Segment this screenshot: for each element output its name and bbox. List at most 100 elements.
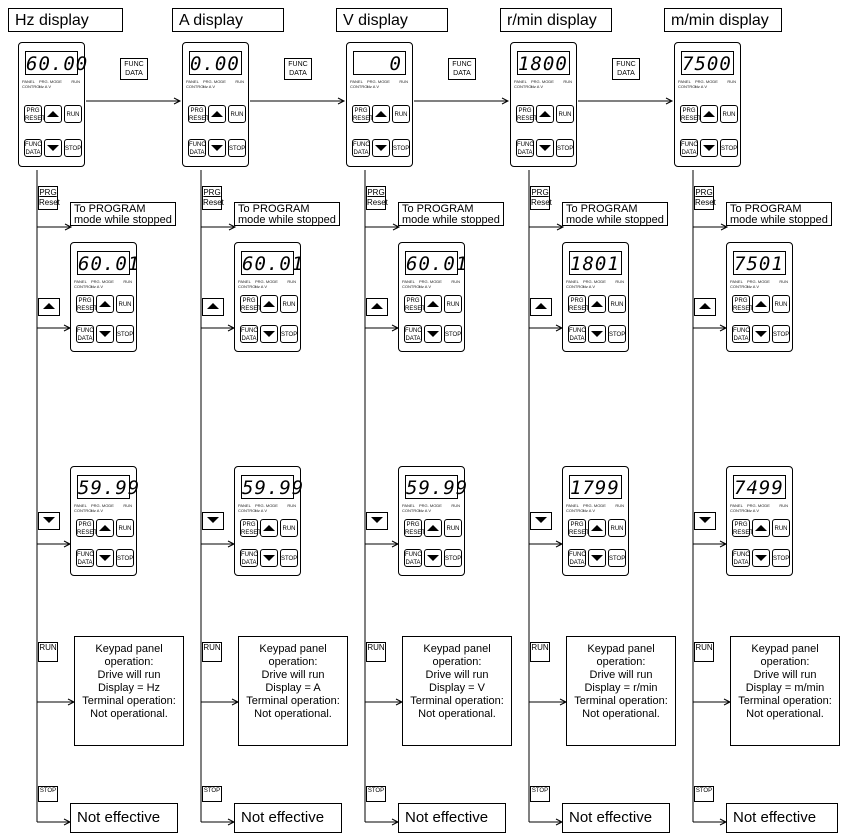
run-button[interactable]: RUN [228, 105, 246, 123]
up-button[interactable] [752, 295, 770, 313]
stop-button[interactable]: STOP [556, 139, 574, 157]
down-button[interactable] [372, 139, 390, 157]
up-button[interactable] [208, 105, 226, 123]
run-button[interactable]: RUN [444, 295, 462, 313]
run-key[interactable]: RUN [202, 642, 222, 662]
run-key[interactable]: RUN [694, 642, 714, 662]
down-button[interactable] [424, 325, 442, 343]
run-button[interactable]: RUN [444, 519, 462, 537]
run-button[interactable]: RUN [116, 295, 134, 313]
stop-button[interactable]: STOP [280, 325, 298, 343]
stop-key[interactable]: STOP [202, 786, 222, 802]
run-button[interactable]: RUN [116, 519, 134, 537]
up-button[interactable] [752, 519, 770, 537]
down-button[interactable] [260, 325, 278, 343]
stop-button[interactable]: STOP [64, 139, 82, 157]
stop-button[interactable]: STOP [116, 549, 134, 567]
down-button[interactable] [588, 325, 606, 343]
stop-key[interactable]: STOP [38, 786, 58, 802]
stop-key[interactable]: STOP [530, 786, 550, 802]
up-button[interactable] [588, 519, 606, 537]
run-button[interactable]: RUN [64, 105, 82, 123]
up-button[interactable] [96, 519, 114, 537]
up-key[interactable] [38, 298, 60, 316]
down-button[interactable] [752, 549, 770, 567]
run-button[interactable]: RUN [772, 519, 790, 537]
stop-button[interactable]: STOP [772, 549, 790, 567]
run-button[interactable]: RUN [608, 295, 626, 313]
down-key[interactable] [694, 512, 716, 530]
up-button[interactable] [96, 295, 114, 313]
up-button[interactable] [424, 519, 442, 537]
stop-button[interactable]: STOP [608, 325, 626, 343]
down-button[interactable] [424, 549, 442, 567]
stop-button[interactable]: STOP [280, 549, 298, 567]
up-button[interactable] [372, 105, 390, 123]
up-button[interactable] [424, 295, 442, 313]
run-key[interactable]: RUN [38, 642, 58, 662]
up-button[interactable] [260, 295, 278, 313]
up-button[interactable] [588, 295, 606, 313]
down-button[interactable] [96, 325, 114, 343]
stop-button[interactable]: STOP [392, 139, 410, 157]
down-key[interactable] [366, 512, 388, 530]
up-key[interactable] [694, 298, 716, 316]
down-button[interactable] [96, 549, 114, 567]
down-button[interactable] [536, 139, 554, 157]
stop-key[interactable]: STOP [366, 786, 386, 802]
up-key[interactable] [530, 298, 552, 316]
run-button[interactable]: RUN [392, 105, 410, 123]
down-button[interactable] [700, 139, 718, 157]
run-button[interactable]: RUN [280, 295, 298, 313]
stop-button[interactable]: STOP [444, 325, 462, 343]
up-button[interactable] [700, 105, 718, 123]
stop-button[interactable]: STOP [608, 549, 626, 567]
down-button[interactable] [588, 549, 606, 567]
stop-button[interactable]: STOP [116, 325, 134, 343]
run-button[interactable]: RUN [556, 105, 574, 123]
run-key[interactable]: RUN [366, 642, 386, 662]
stop-button[interactable]: STOP [444, 549, 462, 567]
down-button[interactable] [44, 139, 62, 157]
run-button[interactable]: RUN [772, 295, 790, 313]
up-key[interactable] [366, 298, 388, 316]
stop-key[interactable]: STOP [694, 786, 714, 802]
run-button[interactable]: RUN [720, 105, 738, 123]
up-key[interactable] [202, 298, 224, 316]
down-button[interactable] [752, 325, 770, 343]
